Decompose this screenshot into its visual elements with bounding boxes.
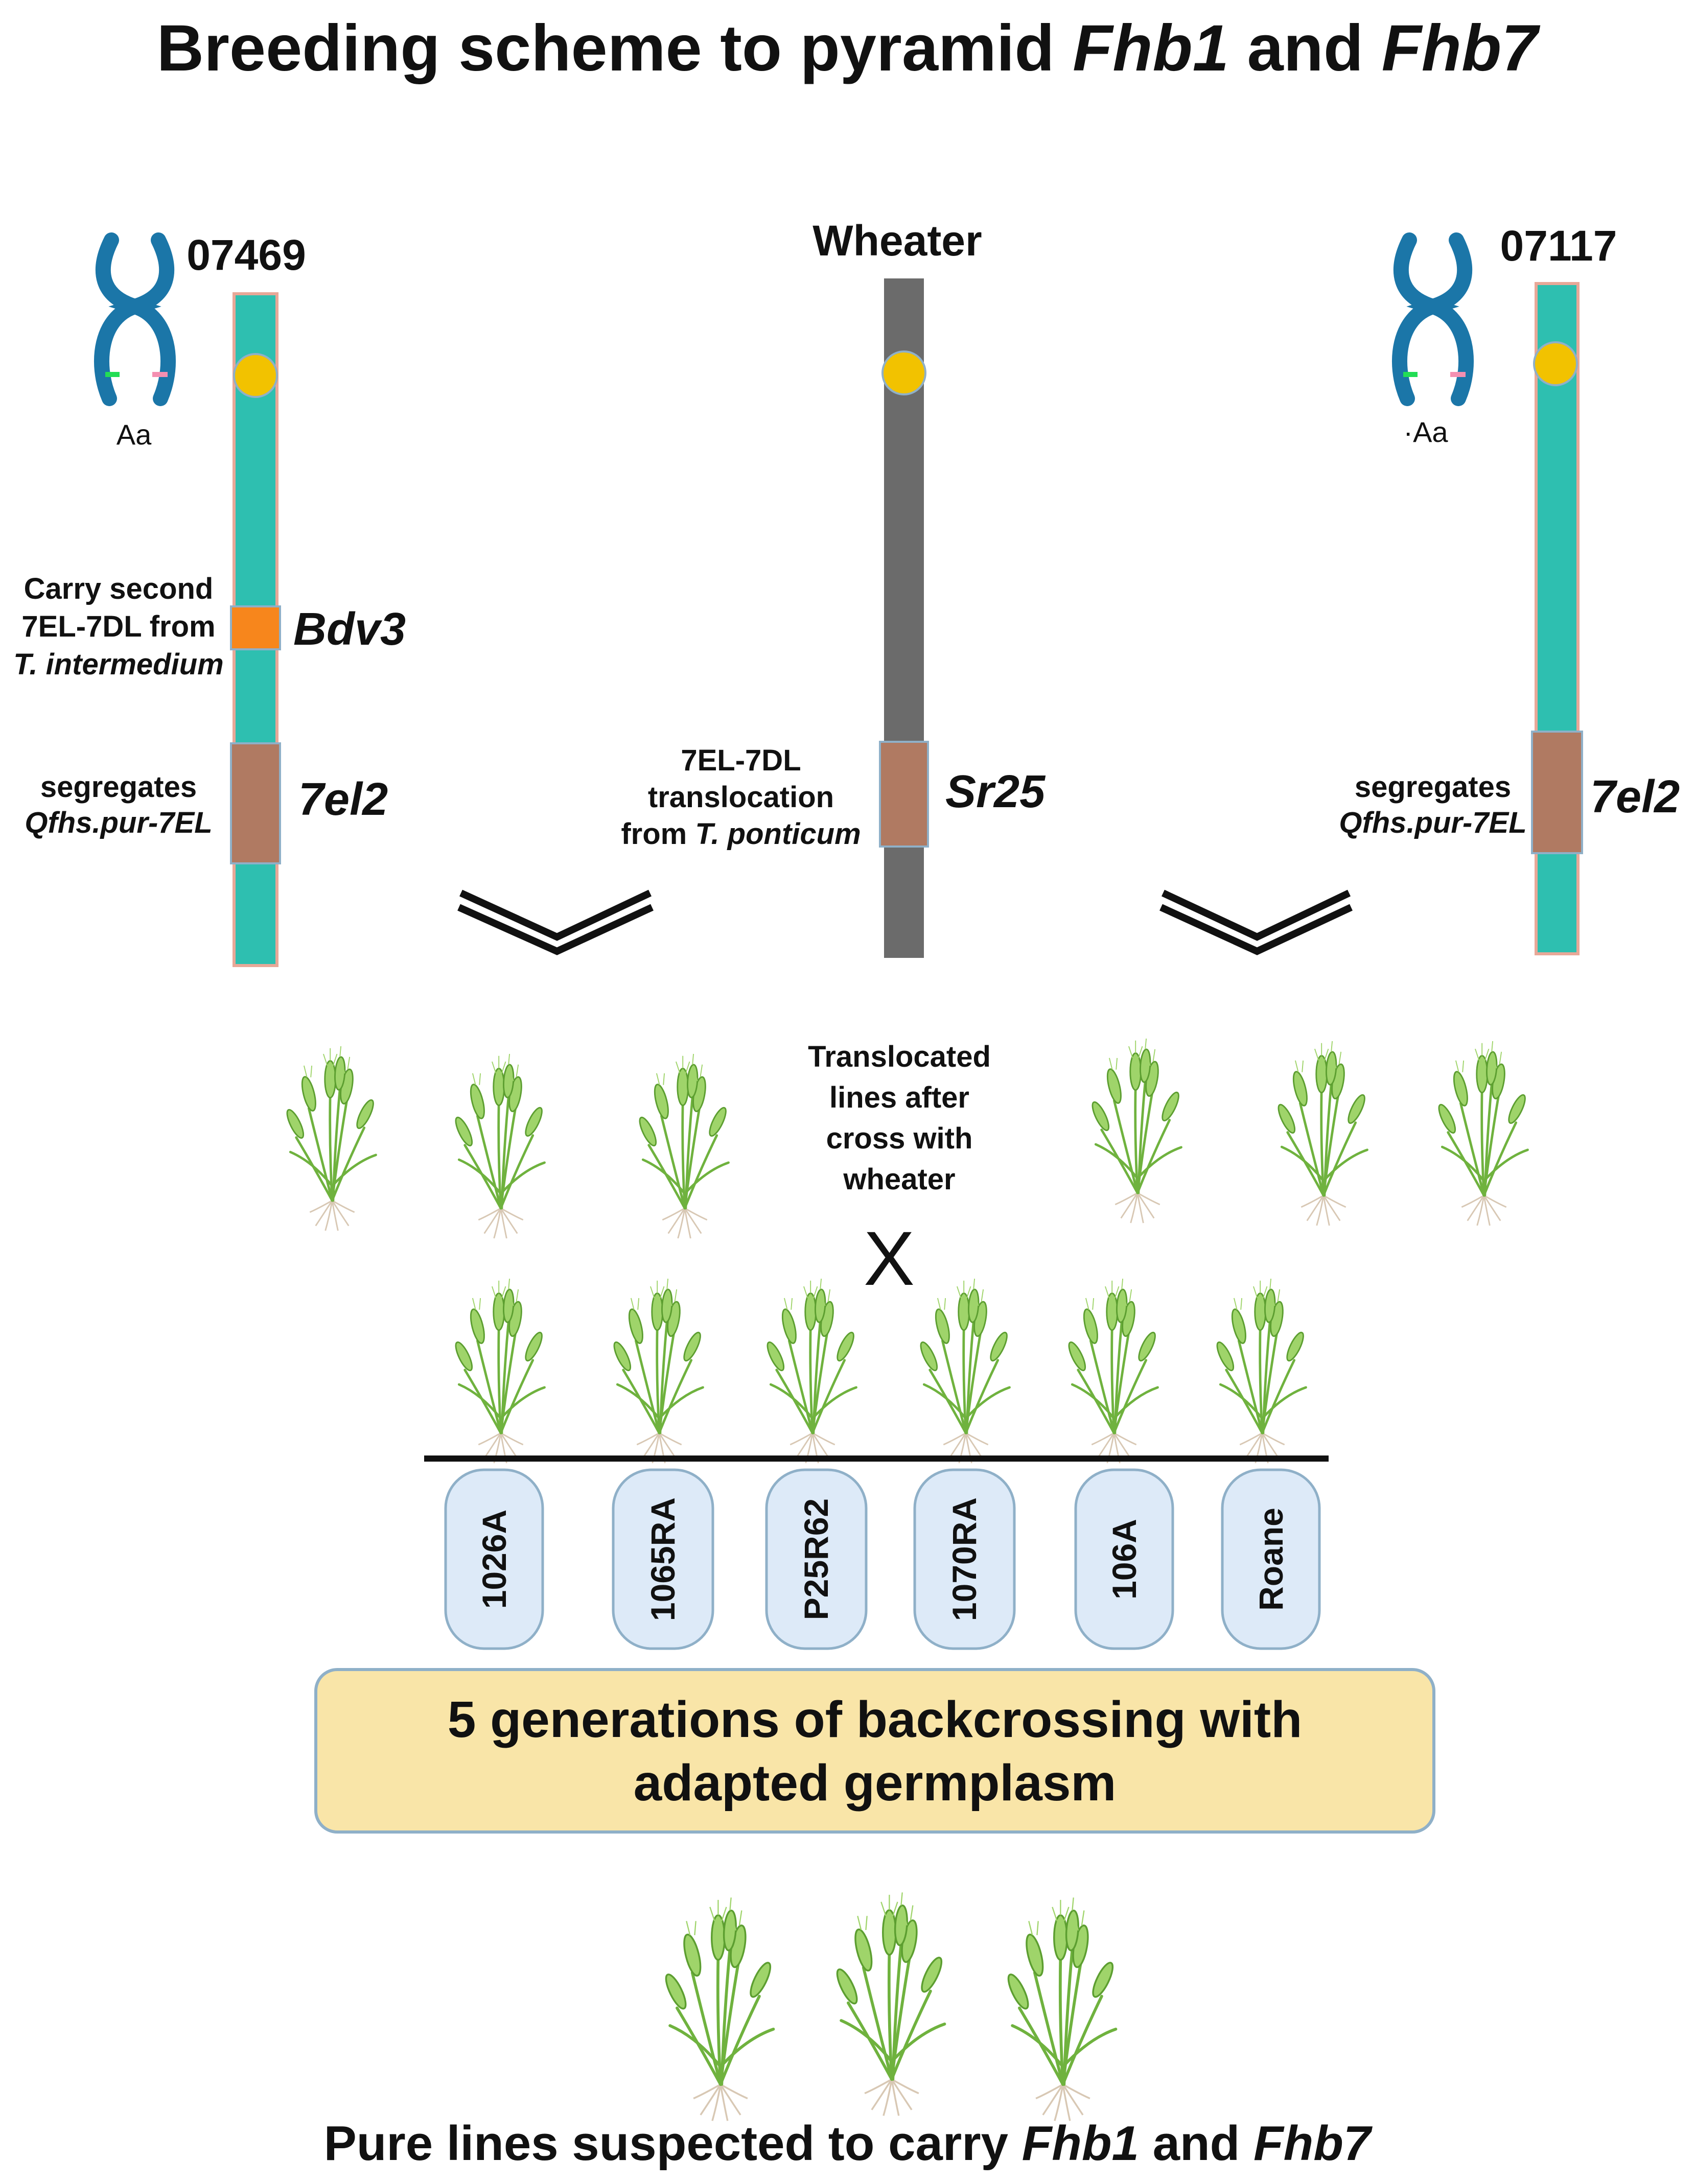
parent-pills: 1026A 1065RA P25R62 1070RA 106A Roane: [444, 1468, 1321, 1650]
left-orange-segment: [230, 605, 281, 650]
plant-icon: [1089, 1039, 1182, 1223]
center-note-line-3: from T. ponticum: [621, 817, 861, 851]
left-seg-line-1: segregates: [40, 770, 197, 804]
right-seg-line-2: Qfhs.pur-7EL: [1339, 806, 1526, 839]
center-brown-segment: [879, 741, 929, 848]
plant-icon: [1066, 1279, 1158, 1463]
backcross-line-1: 5 generations of backcrossing with: [448, 1691, 1303, 1748]
translocated-line-4: wheater: [843, 1163, 955, 1196]
center-note-line-2: translocation: [648, 781, 834, 814]
left-centromere: [233, 353, 278, 398]
plant-icon: [1005, 1897, 1117, 2121]
plant-icon: [662, 1897, 774, 2121]
plant-icon: [637, 1054, 729, 1238]
parent-pill-1065RA: 1065RA: [612, 1468, 714, 1650]
plant-icon: [1436, 1041, 1528, 1226]
parent-pill-P25R62: P25R62: [765, 1468, 868, 1650]
plant-icon: [611, 1279, 704, 1463]
plant-icon: [284, 1046, 377, 1231]
title-middle: and: [1229, 12, 1382, 85]
left-seg-line-2: Qfhs.pur-7EL: [25, 806, 212, 839]
caption-gene-1: Fhb1: [1022, 2116, 1139, 2171]
right-gene-7el2: 7el2: [1590, 771, 1680, 823]
plant-icon: [453, 1054, 545, 1238]
caption-middle: and: [1139, 2116, 1253, 2171]
center-line-name: Wheater: [812, 217, 982, 265]
pure-line-plants: [662, 1892, 1117, 2121]
right-line-name: 07117: [1500, 222, 1617, 270]
right-chromosome-icon: [1400, 240, 1466, 398]
caption-prefix: Pure lines suspected to carry: [324, 2116, 1022, 2171]
center-centromere: [881, 350, 926, 395]
backcross-box: [314, 1668, 1435, 1834]
parent-label: P25R62: [797, 1498, 835, 1621]
caption-gene-2: Fhb7: [1253, 2116, 1373, 2171]
title-prefix: Breeding scheme to pyramid: [157, 12, 1073, 85]
pure-lines-caption: Pure lines suspected to carry Fhb1 and F…: [324, 2116, 1373, 2171]
translocated-line-3: cross with: [826, 1122, 973, 1155]
center-note-species: T. ponticum: [695, 817, 861, 851]
page-title: Breeding scheme to pyramid Fhb1 and Fhb7: [157, 12, 1541, 85]
parent-label: 1070RA: [945, 1497, 983, 1621]
plant-icon: [1214, 1279, 1307, 1463]
left-line-name: 07469: [187, 231, 306, 279]
parent-label: 1026A: [475, 1510, 513, 1609]
plant-icon: [764, 1279, 857, 1463]
parent-label: Roane: [1252, 1508, 1290, 1611]
backcross-line-2: adapted germplasm: [634, 1754, 1117, 1812]
title-gene-1: Fhb1: [1073, 12, 1229, 85]
left-note-line-1: Carry second: [24, 572, 214, 605]
plant-icon: [453, 1279, 545, 1463]
left-gene-7el2: 7el2: [298, 774, 388, 825]
parent-pill-roane: Roane: [1221, 1468, 1321, 1650]
parent-label: 1065RA: [644, 1497, 682, 1621]
left-brown-segment: [230, 742, 281, 864]
left-note-line-3: T. intermedium: [13, 648, 223, 681]
cross-symbol: X: [864, 1215, 915, 1301]
right-seg-line-1: segregates: [1355, 770, 1511, 804]
plant-icon: [833, 1892, 945, 2116]
left-note-line-2: 7EL-7DL from: [21, 610, 215, 643]
parent-plants: [453, 1279, 1307, 1463]
right-cross-chevron: [1159, 889, 1353, 955]
center-gene-sr25: Sr25: [945, 766, 1046, 817]
parent-pill-1026A: 1026A: [444, 1468, 544, 1650]
center-note-from: from: [621, 817, 695, 851]
plant-icon: [1275, 1041, 1368, 1226]
parent-pill-106A: 106A: [1074, 1468, 1174, 1650]
plant-icon: [918, 1279, 1010, 1463]
right-centromere: [1533, 341, 1578, 386]
title-gene-2: Fhb7: [1382, 12, 1541, 85]
left-cross-chevron: [457, 889, 654, 955]
left-chromosome-label: Aa: [117, 418, 152, 451]
parent-pill-1070RA: 1070RA: [913, 1468, 1016, 1650]
translocated-line-2: lines after: [829, 1081, 969, 1114]
right-chromosome-label: ·Aa: [1403, 416, 1448, 448]
left-chromosome-icon: [102, 240, 168, 398]
translocated-line-1: Translocated: [808, 1040, 991, 1073]
center-note-line-1: 7EL-7DL: [681, 744, 801, 777]
parent-label: 106A: [1105, 1519, 1143, 1600]
right-brown-segment: [1531, 731, 1583, 854]
left-gene-bdv3: Bdv3: [293, 604, 406, 655]
